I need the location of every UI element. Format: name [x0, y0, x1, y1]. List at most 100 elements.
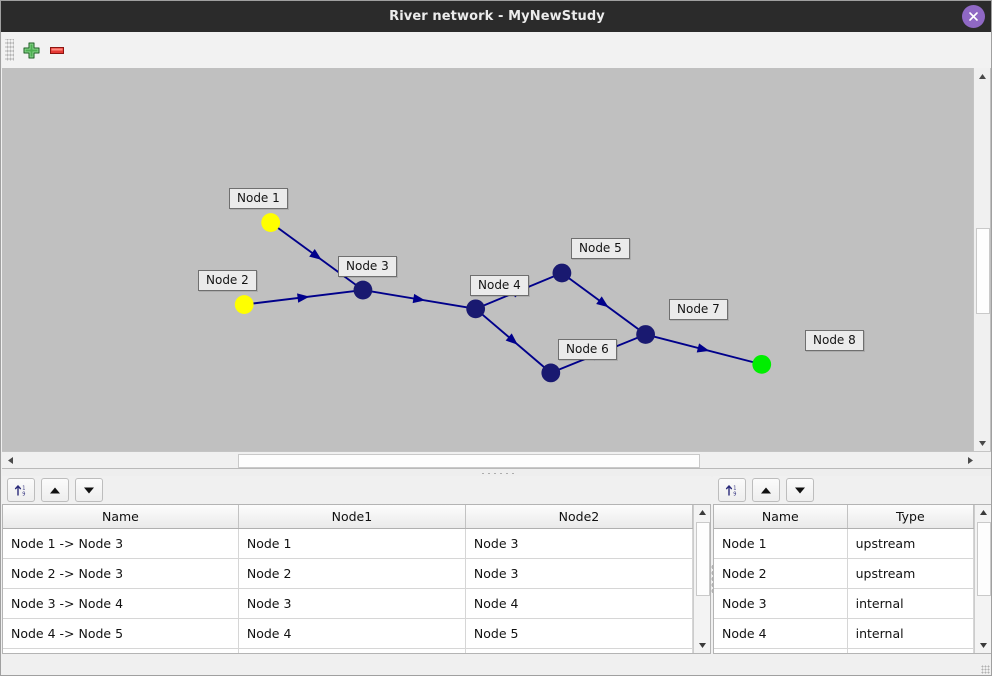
canvas-horizontal-scrollbar[interactable]	[2, 451, 991, 469]
triangle-down-icon	[978, 440, 986, 446]
vertical-splitter[interactable]	[710, 504, 715, 654]
node-move-up-button[interactable]	[752, 478, 780, 502]
table-row-empty[interactable]	[714, 648, 975, 653]
node-scroll-up-button[interactable]	[975, 505, 991, 520]
add-node-button[interactable]	[18, 37, 44, 63]
node-table-scrollbar[interactable]	[974, 505, 991, 653]
branch-column-header[interactable]: Name	[3, 505, 239, 529]
branch-scroll-down-button[interactable]	[694, 638, 710, 653]
triangle-down-icon	[84, 487, 94, 493]
node-scroll-down-button[interactable]	[975, 638, 991, 653]
branch-cell[interactable]: Node 4	[238, 618, 466, 649]
branch-move-down-button[interactable]	[75, 478, 103, 502]
toolbar-drag-handle[interactable]	[5, 39, 14, 61]
network-canvas[interactable]: Node 1 Node 2 Node 3 Node 4 Node 5 Node 6 Node…	[2, 68, 991, 460]
node-cell-empty[interactable]	[847, 648, 975, 653]
branch-cell-empty[interactable]	[465, 648, 694, 653]
node-label-node-7[interactable]: Node 7	[669, 299, 728, 320]
node-cell[interactable]: Node 4	[714, 618, 848, 649]
scroll-up-button[interactable]	[974, 68, 990, 84]
horizontal-splitter[interactable]	[2, 468, 991, 477]
branch-cell[interactable]: Node 3	[465, 558, 694, 589]
node-scroll-thumb[interactable]	[977, 522, 991, 596]
node-column-header[interactable]: Name	[714, 505, 848, 529]
node-cell[interactable]: upstream	[847, 528, 975, 559]
branch-move-up-button[interactable]	[41, 478, 69, 502]
branch-column-header[interactable]: Node1	[238, 505, 466, 529]
branch-cell[interactable]: Node 2 -> Node 3	[3, 558, 239, 589]
node-label-node-4[interactable]: Node 4	[470, 275, 529, 296]
node-cell[interactable]: internal	[847, 618, 975, 649]
canvas-vscroll-thumb[interactable]	[976, 228, 990, 314]
node-sort-button[interactable]: 1 9	[718, 478, 746, 502]
node-cell[interactable]: Node 2	[714, 558, 848, 589]
node-cell[interactable]: upstream	[847, 558, 975, 589]
graph-node-node-4[interactable]	[466, 299, 486, 319]
add-plus-icon	[23, 42, 39, 58]
triangle-up-icon	[978, 73, 986, 79]
window-title: River network - MyNewStudy	[389, 9, 605, 24]
canvas-hscroll-thumb[interactable]	[238, 454, 700, 468]
node-label-node-2[interactable]: Node 2	[198, 270, 257, 291]
scroll-right-button[interactable]	[962, 452, 978, 468]
branch-cell-empty[interactable]	[238, 648, 466, 653]
node-column-header[interactable]: Type	[847, 505, 975, 529]
graph-node-node-5[interactable]	[552, 263, 572, 283]
node-label-node-6[interactable]: Node 6	[558, 339, 617, 360]
node-move-down-button[interactable]	[786, 478, 814, 502]
edge-arrow-icon	[596, 296, 609, 308]
edge-arrow-icon	[309, 248, 322, 260]
canvas-vscroll-track[interactable]	[974, 84, 990, 435]
sort-ascending-icon: 1 9	[725, 485, 736, 497]
table-row-empty[interactable]	[3, 648, 694, 653]
scroll-left-button[interactable]	[2, 452, 18, 468]
branch-cell[interactable]: Node 3	[465, 528, 694, 559]
branch-cell[interactable]: Node 3 -> Node 4	[3, 588, 239, 619]
remove-node-button[interactable]	[44, 37, 70, 63]
branch-cell-empty[interactable]	[3, 648, 239, 653]
node-cell[interactable]: Node 3	[714, 588, 848, 619]
graph-node-node-1[interactable]	[261, 213, 281, 232]
node-cell[interactable]: Node 1	[714, 528, 848, 559]
node-label-node-8[interactable]: Node 8	[805, 330, 864, 351]
node-label-node-3[interactable]: Node 3	[338, 256, 397, 277]
branch-cell[interactable]: Node 1 -> Node 3	[3, 528, 239, 559]
branch-column-header[interactable]: Node2	[465, 505, 694, 529]
branch-scroll-thumb[interactable]	[696, 522, 710, 596]
graph-node-node-3[interactable]	[353, 280, 373, 300]
branch-sort-button[interactable]: 1 9	[7, 478, 35, 502]
resize-grip[interactable]	[981, 665, 990, 674]
node-cell-empty[interactable]	[714, 648, 848, 653]
node-label-node-5[interactable]: Node 5	[571, 238, 630, 259]
graph-node-node-6[interactable]	[541, 363, 561, 383]
close-button[interactable]	[962, 5, 985, 28]
branch-cell[interactable]: Node 4	[465, 588, 694, 619]
node-cell[interactable]: internal	[847, 588, 975, 619]
branch-cell[interactable]: Node 1	[238, 528, 466, 559]
branch-table-scrollbar[interactable]	[693, 505, 710, 653]
scroll-down-button[interactable]	[974, 435, 990, 451]
graph-node-node-8[interactable]	[752, 354, 772, 374]
node-label-node-1[interactable]: Node 1	[229, 188, 288, 209]
graph-node-node-7[interactable]	[636, 325, 655, 344]
canvas-vertical-scrollbar[interactable]	[973, 68, 990, 451]
branch-cell[interactable]: Node 2	[238, 558, 466, 589]
branch-cell[interactable]: Node 4 -> Node 5	[3, 618, 239, 649]
branch-cell[interactable]: Node 5	[465, 618, 694, 649]
branch-cell[interactable]: Node 3	[238, 588, 466, 619]
branch-scroll-up-button[interactable]	[694, 505, 710, 520]
edge-arrow-icon	[696, 343, 710, 353]
graph-node-node-2[interactable]	[234, 295, 254, 314]
